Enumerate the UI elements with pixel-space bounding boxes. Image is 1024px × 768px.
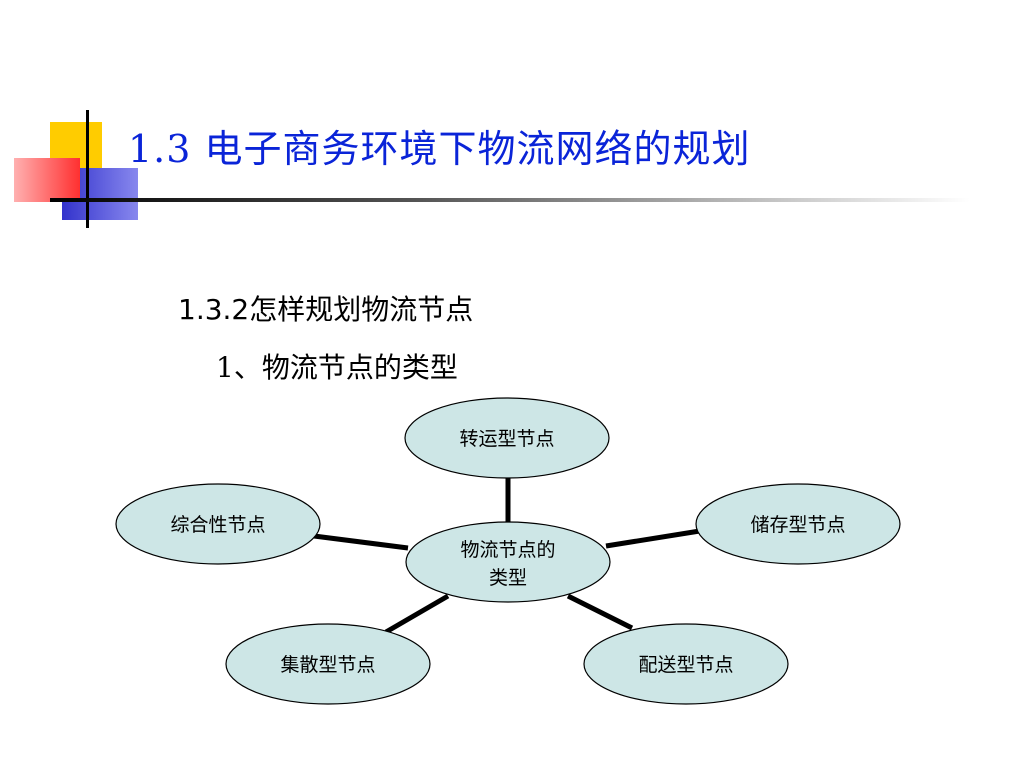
node-comprehensive: 综合性节点: [115, 483, 321, 565]
sub-heading: 1、物流节点的类型: [216, 351, 458, 384]
connector-distribution: [566, 593, 634, 631]
connector-dispersal: [384, 593, 450, 635]
center-node-line2: 类型: [489, 567, 527, 589]
connector-comprehensive: [313, 533, 409, 551]
node-distribution-label: 配送型节点: [638, 654, 733, 676]
node-storage-label: 储存型节点: [750, 514, 845, 536]
section-heading: 1.3.2怎样规划物流节点: [178, 288, 473, 328]
section-heading-text: 怎样规划物流节点: [249, 293, 474, 326]
node-distribution: 配送型节点: [583, 623, 789, 705]
node-transfer: 转运型节点: [404, 397, 610, 479]
title-underline: [50, 198, 970, 202]
page-title: 1.3 电子商务环境下物流网络的规划: [128, 127, 751, 171]
center-node: 物流节点的 类型: [405, 521, 611, 603]
node-dispersal-label: 集散型节点: [280, 654, 375, 676]
decor-vertical-line: [86, 110, 89, 228]
connector-storage: [605, 527, 707, 549]
node-dispersal: 集散型节点: [225, 623, 431, 705]
node-comprehensive-label: 综合性节点: [170, 514, 265, 536]
node-transfer-label: 转运型节点: [459, 428, 554, 450]
section-number: 1.3.2: [178, 293, 250, 326]
node-storage: 储存型节点: [695, 483, 901, 565]
decor-red-block: [14, 158, 80, 202]
center-node-line1: 物流节点的: [460, 539, 555, 561]
